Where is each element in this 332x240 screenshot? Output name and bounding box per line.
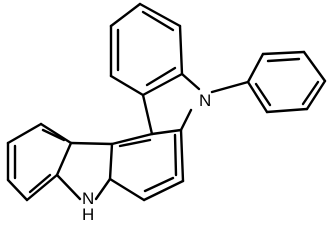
phenyl-substituent bbox=[210, 50, 327, 114]
nitrogen-label-nh: N bbox=[82, 189, 94, 208]
top-benzene-ring bbox=[109, 2, 184, 97]
central-benzene-ring bbox=[108, 128, 185, 202]
molecule-structure: N N H bbox=[6, 2, 327, 224]
left-benzene-ring bbox=[6, 122, 73, 202]
upper-pyrrole-ring bbox=[141, 72, 201, 136]
lower-pyrrole-ring bbox=[55, 141, 114, 201]
nitrogen-label-phenyl: N bbox=[199, 91, 211, 110]
hydrogen-label-nh: H bbox=[82, 205, 94, 224]
structure-canvas: N N H bbox=[6, 2, 327, 224]
